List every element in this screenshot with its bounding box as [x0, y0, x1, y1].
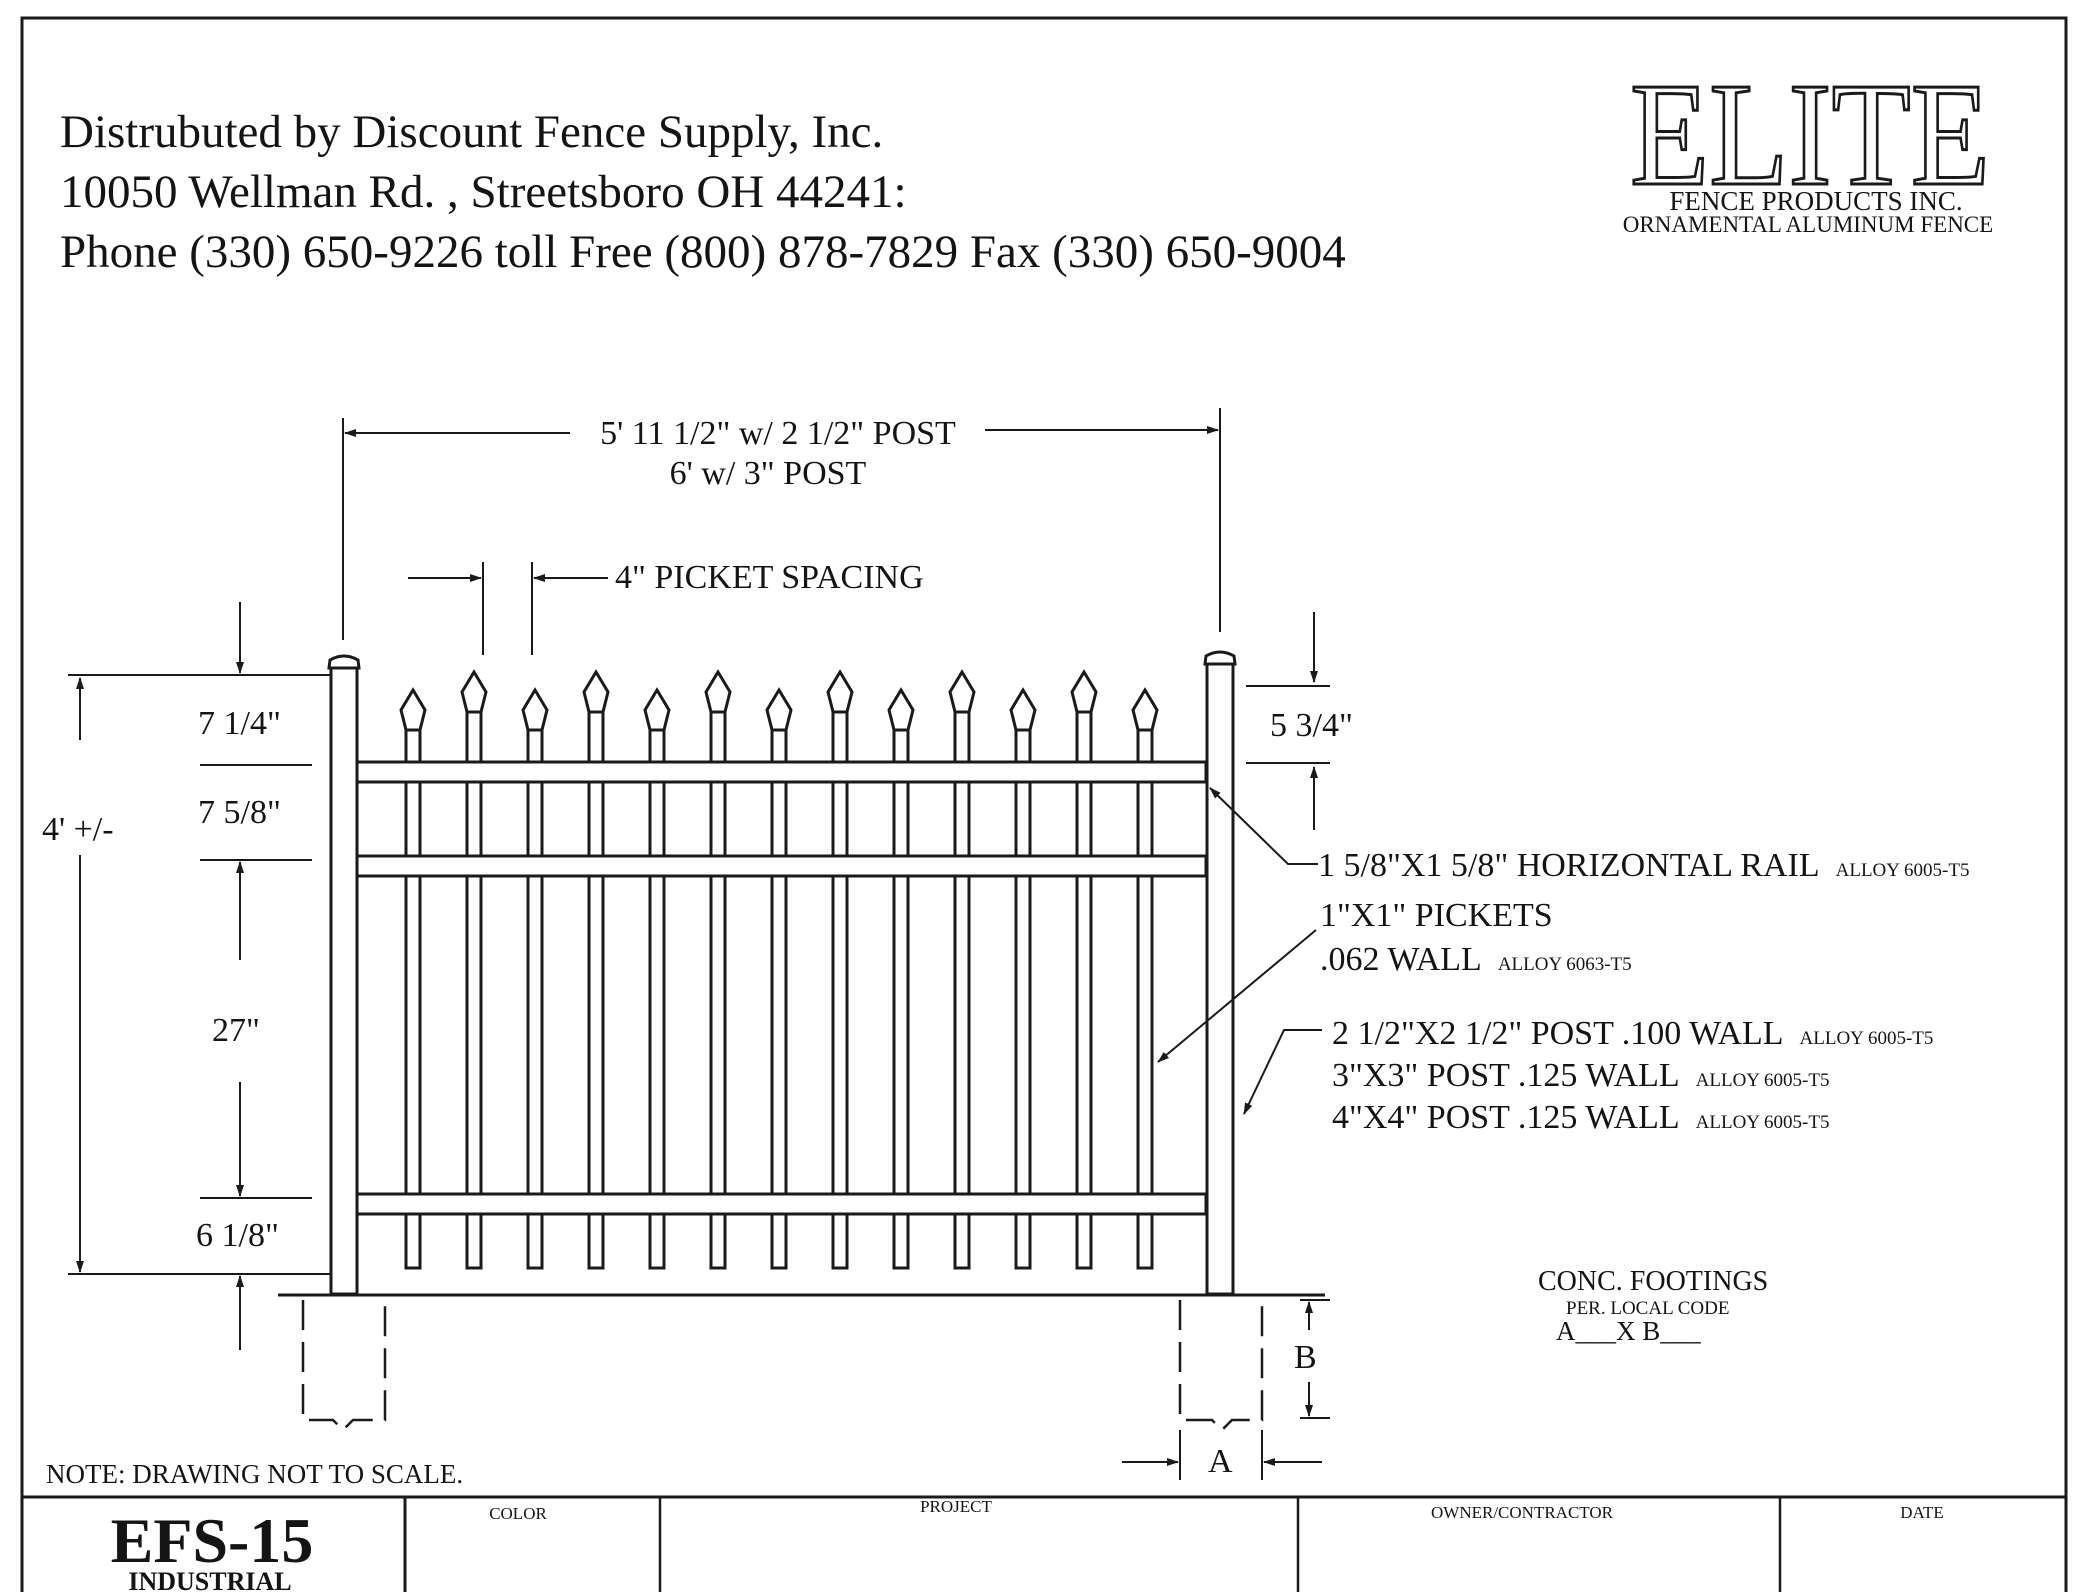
picket-finial — [704, 669, 732, 714]
post-top-dimension: 5 3/4" — [1246, 612, 1353, 830]
picket — [704, 669, 732, 1270]
pickets-callout-line2: .062 WALL ALLOY 6063-T5 — [1320, 941, 1632, 978]
color-field-label: COLOR — [489, 1504, 547, 1523]
footings-title: CONC. FOOTINGS — [1538, 1266, 1768, 1297]
picket-finial — [1070, 669, 1098, 714]
picket-finial — [826, 669, 854, 714]
project-field-label: PROJECT — [920, 1497, 992, 1516]
owner-field-label: OWNER/CONTRACTOR — [1431, 1503, 1614, 1522]
footings-subtitle: PER. LOCAL CODE — [1566, 1298, 1729, 1319]
pickets-wall-text: .062 WALL — [1320, 941, 1482, 978]
footing-dimensions: B A — [1122, 1299, 1330, 1480]
picket — [948, 669, 976, 1270]
depth-b-label: B — [1294, 1339, 1317, 1376]
picket-finial — [399, 687, 427, 732]
picket — [1070, 669, 1098, 1270]
seg-rails-label: 7 5/8" — [198, 794, 281, 831]
width-a-label: A — [1208, 1443, 1233, 1480]
picket — [460, 669, 488, 1270]
title-block: EFS-15 INDUSTRIAL COLOR PROJECT OWNER/CO… — [22, 1495, 2066, 1592]
picket — [826, 669, 854, 1270]
picket-spacing-dimension: 4" PICKET SPACING — [408, 559, 924, 655]
segment-dimensions: 7 1/4" 7 5/8" 27" 6 1/8" — [196, 602, 312, 1350]
picket — [582, 669, 610, 1270]
seg-top-label: 7 1/4" — [198, 705, 281, 742]
date-field-label: DATE — [1900, 1503, 1943, 1522]
footings-formula: A___X B___ — [1556, 1316, 1701, 1346]
picket-finial — [582, 669, 610, 714]
callouts: 1 5/8"X1 5/8" HORIZONTAL RAIL ALLOY 6005… — [1157, 787, 1969, 1136]
rail-callout-text: 1 5/8"X1 5/8" HORIZONTAL RAIL — [1318, 847, 1820, 884]
post-spec-1: 2 1/2"X2 1/2" POST .100 WALL ALLOY 6005-… — [1332, 1015, 1933, 1052]
middle-rail — [355, 854, 1208, 878]
overall-height-dimension: 4' +/- — [42, 674, 330, 1275]
distributor-address: 10050 Wellman Rd. , Streetsboro OH 44241… — [60, 166, 907, 218]
top-rail — [355, 760, 1208, 784]
post-top-label: 5 3/4" — [1270, 707, 1353, 744]
sheet-border — [20, 16, 2068, 1592]
picket-finial — [460, 669, 488, 714]
picket-finial — [521, 687, 549, 732]
picket-finial — [643, 687, 671, 732]
elite-logo: ELITE FENCE PRODUCTS INC. ORNAMENTAL ALU… — [1623, 52, 1993, 238]
seg-middle-label: 27" — [212, 1012, 260, 1049]
fence-rails — [355, 760, 1208, 1216]
picket-finial — [765, 687, 793, 732]
logo-line2: ORNAMENTAL ALUMINUM FENCE — [1623, 212, 1993, 237]
seg-bottom-label: 6 1/8" — [196, 1217, 279, 1254]
overall-height-label: 4' +/- — [42, 811, 114, 848]
post-spec-2: 3"X3" POST .125 WALL ALLOY 6005-T5 — [1332, 1057, 1830, 1094]
distributor-phones: Phone (330) 650-9226 toll Free (800) 878… — [60, 226, 1346, 278]
fence-posts — [327, 650, 1237, 1296]
rail-callout: 1 5/8"X1 5/8" HORIZONTAL RAIL ALLOY 6005… — [1318, 847, 1969, 884]
picket-finial — [1131, 687, 1159, 732]
not-to-scale-note: NOTE: DRAWING NOT TO SCALE. — [46, 1459, 463, 1489]
logo-line1: FENCE PRODUCTS INC. — [1669, 186, 1962, 216]
model-category: INDUSTRIAL — [128, 1567, 291, 1592]
footings-note: CONC. FOOTINGS PER. LOCAL CODE A___X B__… — [1538, 1266, 1768, 1346]
logo-brand: ELITE — [1630, 53, 1990, 217]
left-post — [327, 654, 361, 1296]
picket-finial — [948, 669, 976, 714]
distributor-name: Distrubuted by Discount Fence Supply, In… — [60, 106, 883, 158]
rail-callout-alloy: ALLOY 6005-T5 — [1836, 860, 1970, 881]
picket-finial — [887, 687, 915, 732]
bottom-rail — [355, 1192, 1208, 1216]
width-dimension: 5' 11 1/2" w/ 2 1/2" POST 6' w/ 3" POST — [342, 408, 1221, 640]
right-post — [1203, 650, 1237, 1296]
picket-finial — [1009, 687, 1037, 732]
footings-detail — [278, 1293, 1325, 1432]
pickets-callout-line1: 1"X1" PICKETS — [1320, 897, 1553, 934]
width-label-2: 6' w/ 3" POST — [670, 455, 867, 492]
distributor-header: Distrubuted by Discount Fence Supply, In… — [60, 106, 1346, 278]
width-label-1: 5' 11 1/2" w/ 2 1/2" POST — [600, 415, 956, 452]
post-spec-3: 4"X4" POST .125 WALL ALLOY 6005-T5 — [1332, 1099, 1830, 1136]
model-number: EFS-15 — [111, 1505, 314, 1576]
picket-spacing-label: 4" PICKET SPACING — [615, 559, 924, 596]
pickets-alloy-text: ALLOY 6063-T5 — [1498, 954, 1632, 975]
